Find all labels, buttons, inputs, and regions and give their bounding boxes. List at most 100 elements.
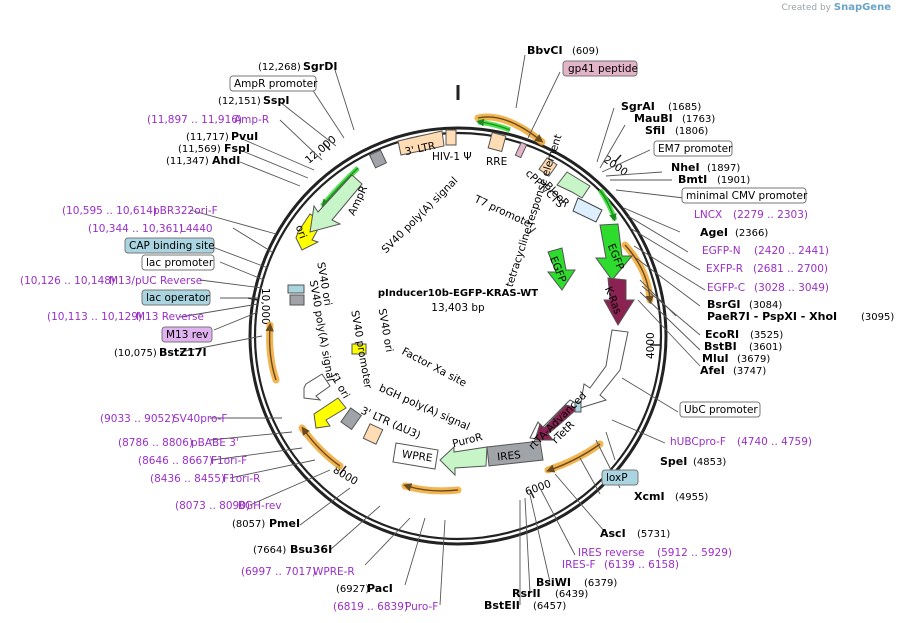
enzyme-maubi-pos: (1763): [682, 114, 715, 125]
enzyme-bsrgi-pos: (3084): [749, 300, 782, 311]
primer-f1ori-f: F1ori-F: [211, 455, 247, 467]
primer-amp-r-pos: (11,897 .. 11,916): [147, 114, 242, 126]
ori-label: ori: [293, 223, 309, 240]
enzyme-labels: BbvCI (609) SgrAI (1685) MauBI (1763) Sf…: [114, 44, 894, 612]
enzyme-paer7i: PaeR7I - PspXI - XhoI: [707, 310, 837, 323]
primer-bgh-rev-pos: (8073 .. 8090): [175, 500, 250, 512]
primer-f1ori-f-pos: (8646 .. 8667): [138, 455, 213, 467]
enzyme-spei-pos: (4853): [693, 457, 726, 468]
primer-lncx-pos: (2279 .. 2303): [733, 209, 808, 221]
cmv-box-label: minimal CMV promoter: [686, 190, 808, 202]
enzyme-asci-pos: (5731): [637, 529, 670, 540]
primer-pbabe3-pos: (8786 .. 8806): [118, 437, 193, 449]
primer-exfp-r-pos: (2681 .. 2700): [753, 263, 828, 275]
enzyme-rsrii: RsrII: [512, 587, 541, 600]
ires-feature: [486, 440, 544, 467]
primer-lncx: LNCX: [694, 209, 722, 221]
ampr-promoter-feature: [368, 149, 388, 169]
enzyme-sgrai: SgrAI: [621, 100, 655, 113]
primer-wpre-r-pos: (6997 .. 7017): [241, 566, 316, 578]
enzyme-sspi: SspI: [263, 94, 289, 107]
ampr-promoter-box-label: AmpR promoter: [234, 78, 318, 90]
tick-label: 4000: [645, 332, 657, 359]
enzyme-bsiwi-pos: (6379): [584, 578, 617, 589]
ampr-promoter-box: [229, 75, 317, 92]
primer-pbabe3: pBABE 3': [191, 437, 239, 449]
lac-region: [287, 284, 305, 294]
lac-operator-box: [141, 289, 211, 306]
enzyme-mlui-pos: (3679): [737, 354, 770, 365]
backbone-outer-ring: [248, 126, 668, 546]
enzyme-fspi-pos: (11,569): [178, 144, 221, 155]
enzyme-pmei-pos: (8057): [232, 519, 265, 530]
enzyme-nhei-pos: (1897): [707, 163, 740, 174]
em7-box-label: EM7 promoter: [658, 143, 733, 155]
snapgene-credit: Created by SnapGene: [781, 2, 891, 13]
enzyme-paer7i-pos: (3095): [861, 312, 894, 323]
enzyme-afei: AfeI: [700, 364, 725, 377]
enzyme-bbvci-pos: (609): [572, 46, 599, 57]
ubc-box-label: UbC promoter: [684, 404, 758, 416]
m13-rev-box: [161, 326, 213, 343]
enzyme-mlui: MluI: [702, 352, 729, 365]
gp41-box: [562, 60, 638, 77]
enzyme-agei: AgeI: [700, 226, 728, 239]
primer-egfp-n: EGFP-N: [702, 245, 741, 257]
boxed-feature-labels: gp41 peptide EM7 promoter minimal CMV pr…: [124, 60, 808, 486]
kras-arrow: [603, 277, 635, 326]
enzyme-bsteii: BstEII: [484, 599, 520, 612]
enzyme-pvui-pos: (11,717): [186, 132, 229, 143]
sv40-promoter-arrow: [303, 373, 331, 401]
gp41-box-label: gp41 peptide: [568, 63, 638, 75]
primer-bgh-rev: BGH-rev: [238, 500, 282, 512]
lac-promoter-box-label: lac promoter: [146, 257, 214, 269]
ltr-du3-feature: [362, 423, 384, 445]
tick-label: 10,000: [259, 288, 271, 325]
enzyme-bstbi-pos: (3601): [749, 342, 782, 353]
wpre-feature: [392, 442, 439, 470]
loxp-box-label: loxP: [606, 472, 628, 484]
ubc-promoter-arrow: [579, 329, 629, 409]
enzyme-sgrai-pos: (1685): [668, 102, 701, 113]
primer-labels: LNCX (2279 .. 2303) EGFP-N (2420 .. 2441…: [20, 114, 829, 613]
sv40-ori-inner: [351, 343, 367, 355]
factor-label: Factor Xa site: [400, 345, 469, 389]
hiv-psi-feature: [445, 129, 457, 146]
orf-green-lines: [321, 118, 617, 222]
lac-promoter-box: [141, 254, 215, 271]
enzyme-fspi: FspI: [224, 142, 250, 155]
scale-ticks: [247, 142, 660, 499]
enzyme-paci-pos: (6927): [336, 584, 369, 595]
loxp-box: [601, 469, 639, 486]
primer-pbr322ori-f: pBR322ori-F: [153, 205, 218, 217]
primer-puro-f: Puro-F: [405, 601, 438, 613]
enzyme-paci: PacI: [367, 582, 393, 595]
enzyme-bstbi: BstBI: [704, 340, 737, 353]
orf-arrow-lines: [265, 116, 654, 492]
tick-label: 6000: [524, 478, 553, 498]
primer-f1ori-r: F1ori-R: [223, 473, 260, 485]
rre-label: RRE: [486, 156, 507, 168]
m13-rev-box-label: M13 rev: [166, 329, 209, 341]
primer-ires-f-pos: (6139 .. 6158): [604, 559, 679, 571]
enzyme-nhei: NheI: [671, 161, 700, 174]
cap-box: [124, 237, 215, 254]
primer-wpre-r: WPRE-R: [313, 566, 355, 578]
hiv-psi-label: HIV-1 Ψ: [432, 151, 472, 163]
primer-puro-f-pos: (6819 .. 6839): [333, 601, 408, 613]
primer-f1ori-r-pos: (8436 .. 8455): [150, 473, 225, 485]
enzyme-bsu36i-pos: (7664): [253, 545, 286, 556]
egfp-inner-label: EGFP: [547, 255, 568, 285]
enzyme-ecori: EcoRI: [705, 328, 739, 341]
cap-box-label: CAP binding site: [129, 240, 215, 252]
gp41-feature: [514, 141, 528, 159]
sv40-polya-top-label: SV40 poly(A) signal: [379, 175, 460, 256]
primer-hubcpro-f: hUBCpro-F: [670, 436, 726, 448]
primer-hubcpro-f-pos: (4740 .. 4759): [737, 436, 812, 448]
enzyme-xcmi-pos: (4955): [675, 492, 708, 503]
plasmid-size: 13,403 bp: [431, 302, 485, 314]
primer-egfp-c: EGFP-C: [707, 282, 745, 294]
bgh-feature: [340, 407, 363, 431]
cppt-feature: [538, 157, 558, 177]
